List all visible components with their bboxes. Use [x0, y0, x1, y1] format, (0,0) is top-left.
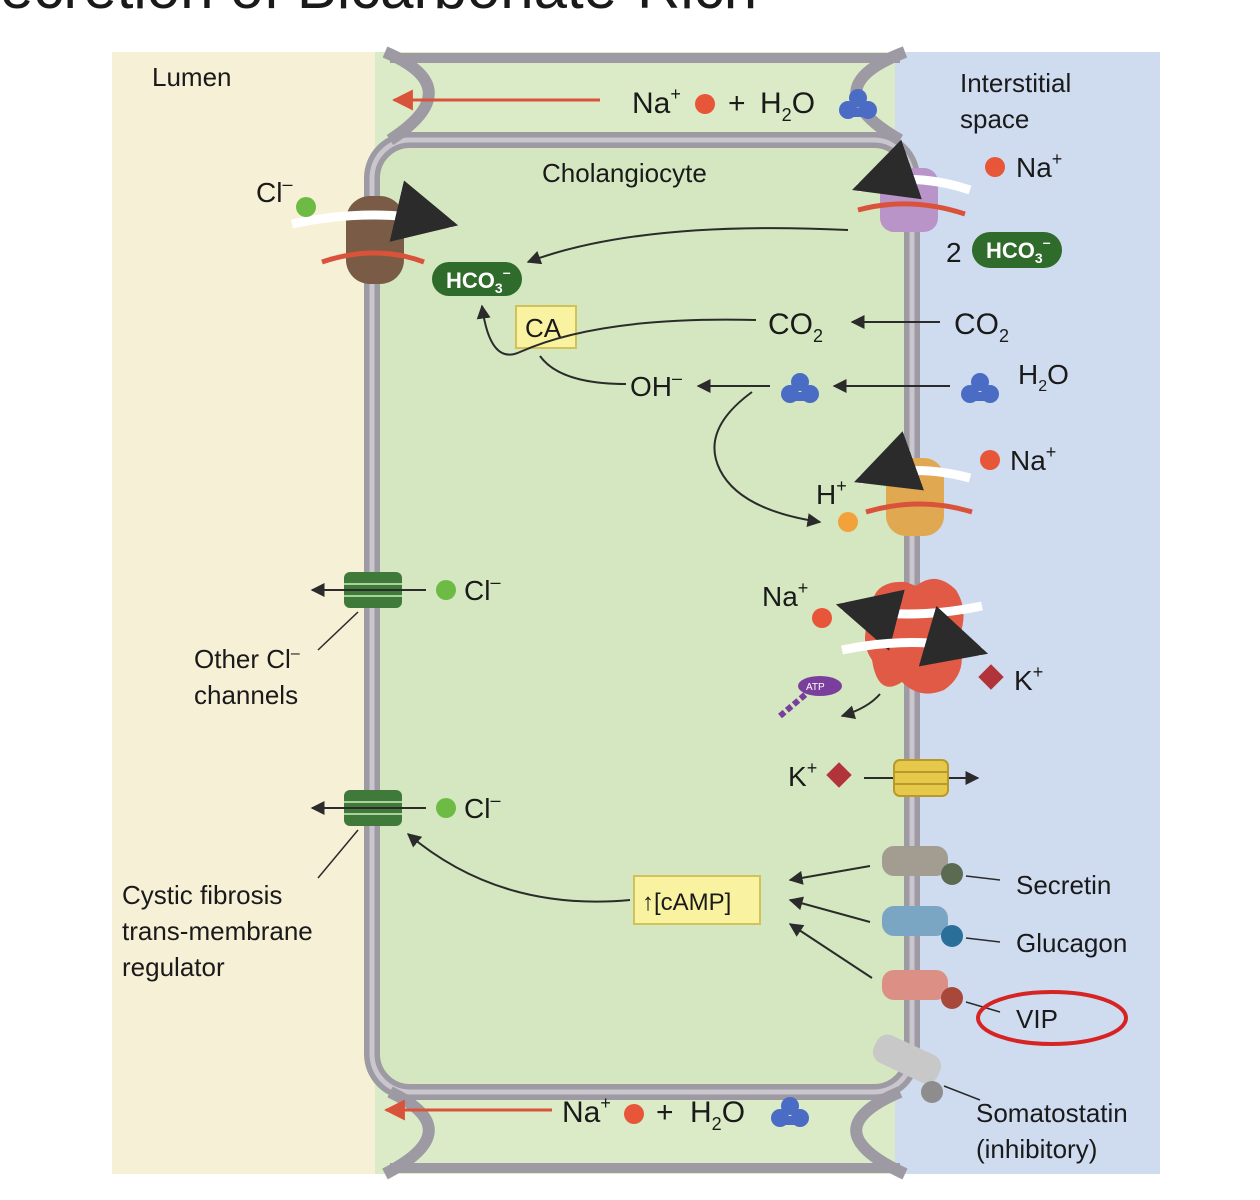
water-split-arrow [713, 391, 822, 528]
na-dot [695, 94, 715, 114]
secretin-receptor [882, 846, 1001, 885]
header-fragment: ecretion of Bicarbonate-Rich [0, 0, 757, 21]
somatostatin-receptor [872, 1034, 981, 1103]
other-cl-label-line2: channels [194, 680, 298, 710]
hco3-entry-arrow [526, 227, 849, 265]
other-cl-channel: Cl– [310, 572, 500, 651]
svg-text:ATP: ATP [806, 682, 825, 693]
glucagon-receptor [882, 906, 1001, 947]
svg-text:Na+: Na+ [1016, 149, 1062, 183]
svg-text:Cl–: Cl– [256, 174, 292, 208]
interstitial-label-line2: space [960, 104, 1029, 134]
somatostatin-label-line2: (inhibitory) [976, 1134, 1097, 1164]
svg-text:Na+: Na+ [762, 578, 808, 612]
cl-hco3-exchanger: Cl– [256, 174, 459, 284]
svg-text:2: 2 [946, 237, 962, 268]
cftr-label-line2: trans-membrane [122, 916, 313, 946]
co2-to-hco3-arrow [476, 304, 757, 356]
svg-text:Na+: Na+ [1010, 442, 1056, 476]
svg-text:HCO3–: HCO3– [446, 264, 511, 296]
oh-label: OH– [630, 368, 682, 402]
cl-dot [296, 197, 316, 217]
bottom-paracellular-flux: Na+ + H2O [383, 1093, 809, 1134]
co2-interstitial: CO2 [954, 308, 1009, 346]
svg-text:+: + [728, 87, 746, 120]
camp-to-cftr-arrow [406, 833, 631, 903]
k-channel: K+ [788, 758, 980, 797]
co2-cell: CO2 [768, 308, 823, 346]
camp-label: ↑[cAMP] [642, 889, 731, 916]
svg-text:H2O: H2O [690, 1096, 745, 1134]
interstitial-label-line1: Interstitial [960, 68, 1071, 98]
vip-label: VIP [1016, 1004, 1058, 1034]
other-cl-label-line1: Other Cl– [194, 644, 300, 674]
vip-highlight-ring [976, 990, 1128, 1046]
cftr-channel: Cl– [310, 790, 500, 879]
svg-text:H+: H+ [816, 476, 847, 510]
svg-text:H2O: H2O [1018, 359, 1069, 395]
na-h-exchanger: Na+ H+ [816, 431, 1056, 536]
svg-text:H2O: H2O [760, 87, 815, 125]
svg-text:Na+: Na+ [632, 84, 681, 120]
svg-text:Na+: Na+ [562, 1093, 611, 1129]
top-paracellular-flux: Na+ + H2O [391, 84, 877, 125]
lumen-region [112, 52, 392, 1174]
hco3-apical-pill: HCO3– [432, 262, 522, 296]
svg-text:HCO3–: HCO3– [986, 234, 1051, 266]
svg-text:K+: K+ [1014, 662, 1043, 696]
camp-box [633, 875, 761, 925]
lumen-label: Lumen [152, 62, 232, 92]
glucagon-label: Glucagon [1016, 928, 1127, 958]
svg-text:Cl–: Cl– [464, 790, 500, 824]
na-hco3-cotransporter: Na+ 2 HCO3– [852, 139, 1062, 268]
svg-text:Cl–: Cl– [464, 572, 500, 606]
svg-text:K+: K+ [788, 758, 817, 792]
secretin-label: Secretin [1016, 870, 1111, 900]
somatostatin-label-line1: Somatostatin [976, 1098, 1128, 1128]
cftr-label-line3: regulator [122, 952, 225, 982]
svg-text:+: + [656, 1096, 674, 1129]
cftr-label-line1: Cystic fibrosis [122, 880, 282, 910]
na-k-atpase: Na+ K+ ATP [762, 578, 1043, 719]
cholangiocyte-label: Cholangiocyte [542, 158, 707, 188]
